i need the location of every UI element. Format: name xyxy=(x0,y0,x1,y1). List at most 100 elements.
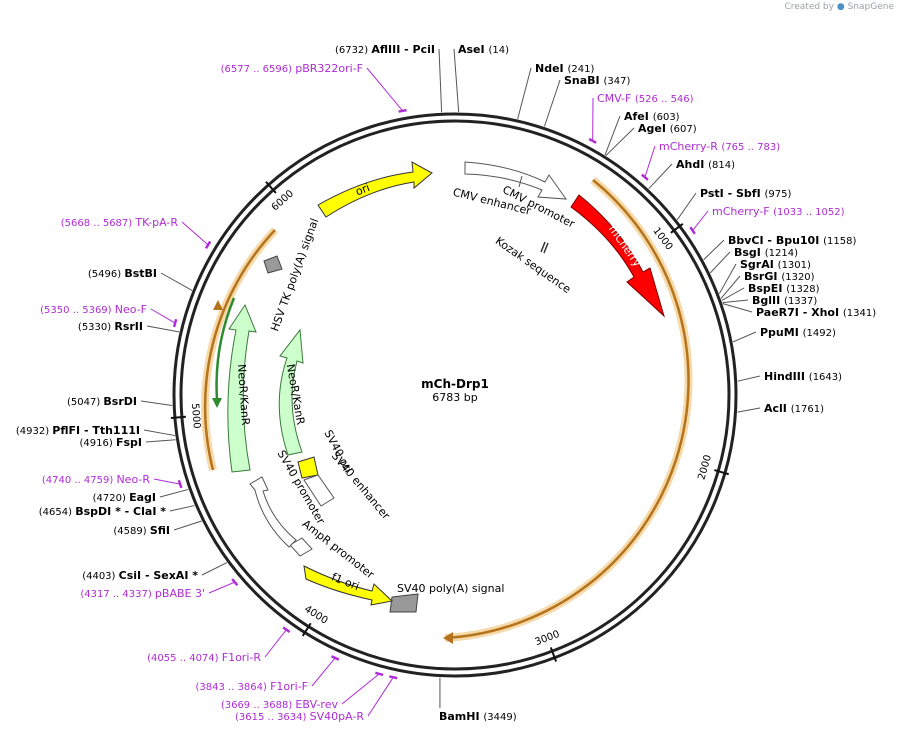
primer-line xyxy=(153,478,181,485)
site-line xyxy=(718,263,737,295)
backbone xyxy=(172,112,738,678)
snapgene-logo-icon: ● xyxy=(836,2,845,12)
primer-label: (5668 .. 5687) TK-pA-R xyxy=(61,216,179,229)
site-pos: (241) xyxy=(567,64,594,75)
site-name: SfiI xyxy=(150,524,170,537)
site-label: AhdI (814) xyxy=(676,158,735,171)
site-line xyxy=(146,325,180,333)
site-name: BsrGI xyxy=(744,270,781,283)
primer-label: mCherry-R (765 .. 783) xyxy=(659,140,780,153)
site-name: BbvCI - Bpu10I xyxy=(728,234,823,247)
site-line xyxy=(145,439,176,443)
site-pos: (5330) xyxy=(78,322,114,333)
site-name: AseI xyxy=(458,43,488,56)
site-pos: (1328) xyxy=(786,284,819,295)
site-label: (5047) BsrDI xyxy=(67,395,137,408)
tick-label-6000: 6000 xyxy=(270,188,296,213)
site-name: PstI - SbfI xyxy=(700,187,765,200)
primer-mark xyxy=(172,318,178,328)
site-name: RsrII xyxy=(114,320,143,333)
primer-label: (5350 .. 5369) Neo-F xyxy=(40,303,147,316)
plasmid-length: 6783 bp xyxy=(432,391,477,404)
site-name: CsiI - SexAI * xyxy=(119,569,199,582)
primer-mark xyxy=(641,173,649,181)
site-label: NdeI (241) xyxy=(535,62,594,75)
primer-mark xyxy=(331,655,340,661)
primer-line xyxy=(692,210,709,231)
site-label: BsrGI (1320) xyxy=(744,270,815,283)
site-pos: (347) xyxy=(603,76,630,87)
site-line xyxy=(143,429,176,437)
site-name: AhdI xyxy=(676,158,708,171)
site-name: BamHI xyxy=(439,710,483,723)
site-line xyxy=(160,272,193,291)
site-label: AclI (1761) xyxy=(764,402,824,415)
site-line xyxy=(543,79,561,127)
site-label: (5330) RsrII xyxy=(78,320,143,333)
primer-line xyxy=(366,67,403,112)
site-line xyxy=(159,488,189,498)
site-line xyxy=(169,505,195,512)
site-label: SgrAI (1301) xyxy=(740,258,811,271)
site-label: PaeR7I - XhoI (1341) xyxy=(756,306,876,319)
site-pos: (5496) xyxy=(88,269,124,280)
site-name: FspI xyxy=(116,436,142,449)
primer-line xyxy=(311,657,336,687)
site-label: (4403) CsiI - SexAI * xyxy=(82,569,198,582)
label-sv40-polya: SV40 poly(A) signal xyxy=(397,582,504,595)
ampr-promoter-feature xyxy=(289,537,313,557)
sv40-polya-feature xyxy=(389,593,419,613)
primer-line xyxy=(150,308,176,324)
site-pos: (5047) xyxy=(67,397,103,408)
features xyxy=(227,161,665,613)
primer-mark xyxy=(375,671,384,677)
site-pos: (4932) xyxy=(16,426,52,437)
orf-arcs xyxy=(201,176,693,644)
site-label: BsgI (1214) xyxy=(734,246,798,259)
kozak-feature xyxy=(540,241,546,253)
plasmid-name: mCh-Drp1 xyxy=(421,377,489,391)
site-name: AclI xyxy=(764,402,791,415)
site-line xyxy=(737,407,761,413)
site-label: HindIII (1643) xyxy=(764,370,842,383)
tick-4000 xyxy=(301,622,312,637)
site-pos: (1337) xyxy=(784,296,817,307)
primer-mark xyxy=(389,675,398,680)
credit-prefix: Created by xyxy=(784,2,834,12)
hsv-tk-polya-feature xyxy=(263,255,283,274)
site-label: (5496) BstBI xyxy=(88,267,157,280)
site-line xyxy=(517,67,532,120)
primer-line xyxy=(264,629,287,658)
primer-label: (3843 .. 3864) F1ori-F xyxy=(195,680,308,693)
site-pos: (1341) xyxy=(843,308,876,319)
site-label: (4589) SfiI xyxy=(113,524,170,537)
site-line xyxy=(721,287,745,301)
site-label: BbvCI - Bpu10I (1158) xyxy=(728,234,856,247)
label-ori: ori xyxy=(354,181,372,198)
site-name: BglII xyxy=(752,294,784,307)
mcherry-feature xyxy=(570,194,665,318)
site-line xyxy=(722,299,749,304)
primer-mark xyxy=(588,137,597,144)
primer-label: mCherry-F (1033 .. 1052) xyxy=(712,205,845,218)
primer-label: (4740 .. 4759) Neo-R xyxy=(42,473,151,486)
site-name: BspEI xyxy=(748,282,786,295)
site-pos: (1761) xyxy=(791,404,824,415)
sv40-enhancer-feature xyxy=(303,474,335,507)
site-name: HindIII xyxy=(764,370,809,383)
tick-label-5000: 5000 xyxy=(189,403,202,429)
site-pos: (814) xyxy=(708,160,735,171)
primer-mark xyxy=(231,578,239,586)
site-line xyxy=(720,275,741,299)
site-line xyxy=(722,303,753,313)
snapgene-credit: Created by ● SnapGene xyxy=(784,2,894,12)
tick-1000 xyxy=(670,222,684,234)
site-line xyxy=(453,48,460,113)
site-line xyxy=(709,251,731,274)
primer-line xyxy=(644,145,656,178)
site-name: BstBI xyxy=(124,267,157,280)
primer-label: (4317 .. 4337) pBABE 3' xyxy=(80,587,205,600)
